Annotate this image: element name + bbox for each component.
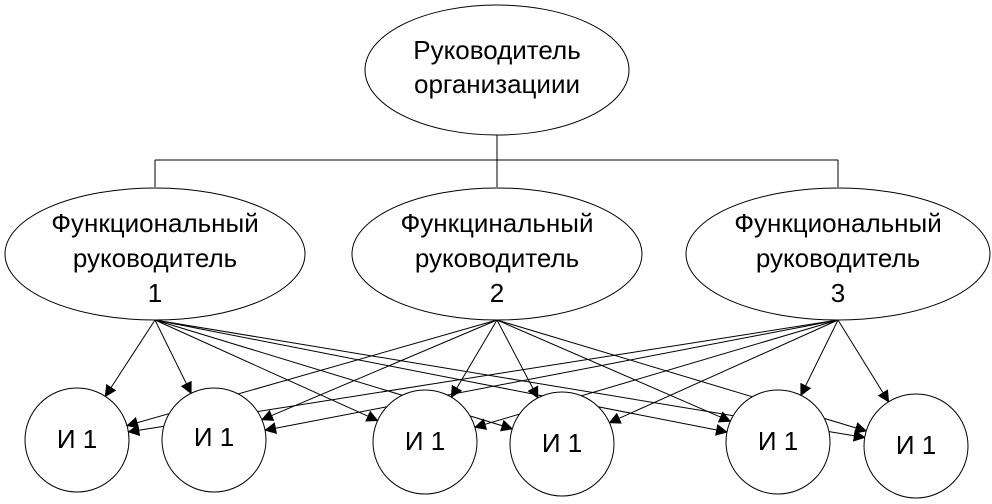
executor-circle-2 xyxy=(161,387,267,493)
manager-3-line1: Функциональный xyxy=(734,208,941,238)
executor-node-3: И 1 xyxy=(372,389,478,495)
root-node: Руководитель организациии xyxy=(364,4,630,136)
executor-3-label: И 1 xyxy=(405,426,445,456)
arrow-manager1-to-executor2 xyxy=(154,319,192,395)
executor-node-1: И 1 xyxy=(24,387,130,493)
arrow-manager1-to-executor1 xyxy=(104,319,156,398)
arrow-manager2-to-executor4 xyxy=(496,319,539,399)
root-ellipse xyxy=(364,4,630,136)
executor-2-label: И 1 xyxy=(194,422,234,452)
executor-circle-1 xyxy=(24,387,130,493)
executor-5-label: И 1 xyxy=(758,426,798,456)
executor-node-5: И 1 xyxy=(725,389,831,495)
executor-node-4: И 1 xyxy=(509,391,615,497)
manager-1-line3: 1 xyxy=(148,278,162,308)
manager-ellipse-1 xyxy=(4,187,306,321)
root-label-line1: Руководитель xyxy=(413,35,581,65)
arrow-manager3-to-executor2 xyxy=(264,319,839,435)
root-label-line2: организациии xyxy=(414,69,580,99)
executor-circle-4 xyxy=(509,391,615,497)
executor-node-2: И 1 xyxy=(161,387,267,493)
manager-node-1: Функциональный руководитель 1 xyxy=(4,187,306,321)
manager-3-line2: руководитель xyxy=(756,243,920,273)
arrow-manager2-to-executor3 xyxy=(450,319,498,399)
arrow-manager3-to-executor4 xyxy=(608,319,839,424)
executor-circle-3 xyxy=(372,389,478,495)
manager-2-line2: руководитель xyxy=(415,243,579,273)
executor-node-6: И 1 xyxy=(863,393,969,499)
manager-2-line1: Функцинальный xyxy=(400,208,593,238)
hierarchy-connector xyxy=(154,135,839,187)
arrow-manager3-to-executor5 xyxy=(800,319,839,397)
executor-6-label: И 1 xyxy=(896,430,936,460)
manager-ellipse-2 xyxy=(351,187,643,321)
manager-1-line2: руководитель xyxy=(73,243,237,273)
arrow-manager3-to-executor6 xyxy=(837,319,890,403)
manager-node-3: Функциональный руководитель 3 xyxy=(685,187,991,321)
manager-ellipse-3 xyxy=(685,187,991,321)
manager-3-line3: 3 xyxy=(831,278,845,308)
executor-circle-5 xyxy=(725,389,831,495)
manager-1-line1: Функциональный xyxy=(51,208,258,238)
arrow-manager2-to-executor2 xyxy=(260,319,498,421)
executor-circle-6 xyxy=(863,393,969,499)
arrow-manager1-to-executor5 xyxy=(154,319,728,436)
executor-1-label: И 1 xyxy=(57,424,97,454)
arrow-manager2-to-executor5 xyxy=(496,319,732,423)
manager-node-2: Функцинальный руководитель 2 xyxy=(351,187,643,321)
manager-2-line3: 2 xyxy=(490,278,504,308)
arrow-manager1-to-executor3 xyxy=(154,319,379,422)
executor-4-label: И 1 xyxy=(542,428,582,458)
